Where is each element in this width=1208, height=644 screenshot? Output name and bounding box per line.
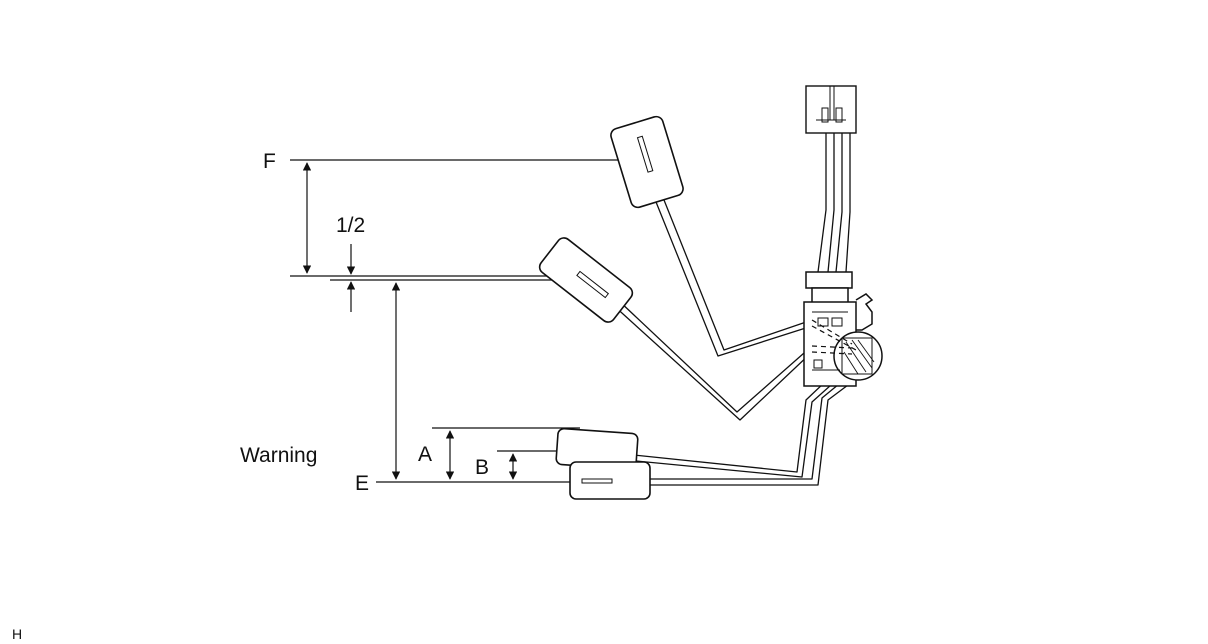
reference-lines [290,159,645,483]
dimension-arrows [302,162,518,480]
connector [805,85,857,134]
wire-harness [817,133,851,273]
label-f: F [263,150,276,173]
float-arm-half [594,282,813,421]
connector-housing [805,85,857,134]
sender-pivot [833,331,883,381]
float-arm-empty-inner [612,375,861,486]
label-half: 1/2 [336,214,365,237]
sender-top-cap [805,271,853,289]
internal-dashed-paths [811,319,857,355]
figure-code: H [12,626,22,642]
label-warning: Warning [240,444,317,467]
label-e: E [355,472,369,495]
float-arm-half-inner [600,279,813,413]
float-half [538,237,634,323]
float-full [610,115,684,209]
labels: F 1/2 Warning A B E H [12,150,489,642]
pivot-hatching [843,339,875,375]
float-empty [569,461,651,500]
sender-unit-body [803,271,883,387]
label-a: A [418,443,432,466]
label-b: B [475,456,489,479]
floats [538,115,684,500]
